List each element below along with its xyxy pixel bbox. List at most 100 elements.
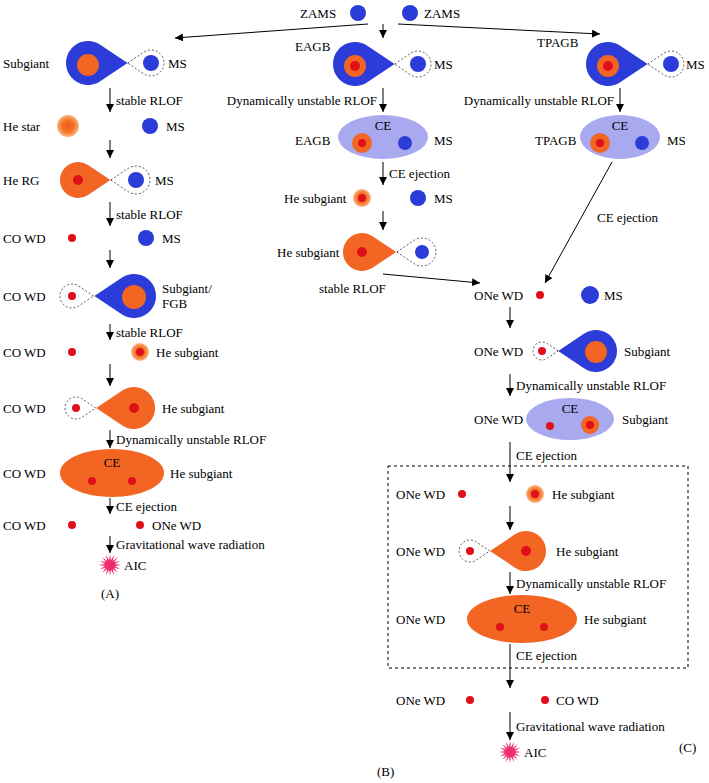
star-label: CO WD [3, 231, 46, 246]
evolution-arrow [383, 274, 480, 283]
star-label: AIC [124, 558, 146, 573]
evolution-arrow [510, 307, 511, 328]
star-body [581, 416, 599, 434]
evolution-arrow [383, 24, 384, 38]
stage-node: AIC [95, 553, 155, 577]
roche-lobe [60, 284, 94, 308]
transition-label: stable RLOF [115, 207, 184, 222]
star-label: MS [166, 119, 185, 134]
star-label: MS [434, 133, 453, 148]
star-body [596, 139, 604, 147]
star-label: CO WD [3, 289, 46, 304]
envelope-label: CE [104, 455, 121, 470]
star-body [526, 485, 544, 503]
star-label: MS [434, 191, 453, 206]
star-label: He subgiant [156, 345, 218, 360]
transition-label: Dynamically unstable RLOF [463, 93, 615, 108]
star-body [635, 136, 649, 150]
star-label: Subgiant [3, 56, 49, 71]
star-label: He subgiant [162, 401, 224, 416]
star-body [57, 115, 79, 137]
star-label: MS [162, 231, 181, 246]
evolution-arrow [620, 88, 621, 112]
transition-label: CE ejection [515, 648, 578, 663]
star-label: TPAGB [537, 35, 578, 50]
evolution-arrow [510, 644, 511, 688]
transition-label: stable RLOF [318, 281, 387, 296]
star-body [131, 343, 149, 361]
star-body [663, 56, 679, 72]
stage-node: He star MS [0, 112, 195, 140]
star-label: ONe WD [474, 344, 523, 359]
star-label: He RG [3, 173, 39, 188]
stage-node: CO WDCEHe subgiant [0, 448, 240, 498]
star-body [129, 403, 139, 413]
star-label: MS [667, 133, 686, 148]
star-body [410, 56, 426, 72]
evolution-arrow [110, 498, 111, 514]
roche-filling-star [66, 41, 128, 85]
stage-node: AIC [495, 740, 555, 764]
star-label: ONe WD [396, 544, 445, 559]
roche-lobe [128, 50, 164, 76]
star-body [540, 623, 548, 631]
roche-lobe [65, 397, 96, 419]
dashed-group-box [388, 466, 688, 668]
star-label: He star [3, 119, 40, 134]
transition-label: CE ejection [515, 448, 578, 463]
envelope-label: CE [612, 118, 629, 133]
transition-label: Dynamically unstable RLOF [515, 576, 667, 591]
stage-node: He subgiantMS [281, 185, 458, 211]
stage-node: CO WD Subgiant/ FGB [0, 268, 225, 324]
star-label: MS [686, 57, 705, 72]
star-body [357, 247, 367, 257]
star-body [138, 230, 154, 246]
evolution-arrow [510, 712, 511, 740]
transition-label: Gravitational wave radiation [115, 537, 266, 552]
star-body [358, 139, 366, 147]
star-body [353, 189, 371, 207]
roche-lobe [397, 238, 436, 266]
star-label: He subgiant [584, 612, 646, 627]
stage-node: SubgiantMS [0, 38, 195, 88]
common-envelope [526, 398, 614, 440]
evolution-arrow [110, 536, 111, 553]
star-label: EAGB [295, 39, 330, 54]
star-label: CO WD [3, 401, 46, 416]
stage-node: ONe WDMS [470, 283, 630, 307]
star-label: He subgiant [170, 466, 232, 481]
roche-filling-star [96, 387, 155, 429]
star-body [466, 696, 474, 704]
star-body [128, 477, 136, 485]
star-label: CO WD [3, 345, 46, 360]
star-body [410, 190, 426, 206]
star-label: ONe WD [474, 412, 523, 427]
roche-lobe [111, 166, 150, 194]
star-body [136, 348, 144, 356]
star-label: MS [604, 288, 623, 303]
star-body [358, 194, 366, 202]
star-body [122, 285, 146, 309]
star-body [88, 477, 96, 485]
evolution-arrow [110, 430, 111, 448]
star-label: He subgiant [277, 245, 339, 260]
star-body [415, 245, 429, 259]
roche-lobe [533, 342, 558, 360]
star-label: MS [434, 57, 453, 72]
envelope-label: CE [514, 601, 531, 616]
evolution-arrow [175, 24, 368, 38]
star-body [143, 55, 159, 71]
star-label: ONe WD [396, 612, 445, 627]
star-body [68, 292, 76, 300]
evolution-arrow [110, 202, 111, 226]
transition-label: CE ejection [115, 499, 178, 514]
star-body [466, 547, 474, 555]
transition-label: Dynamically unstable RLOF [226, 93, 378, 108]
star-body [538, 347, 546, 355]
stage-node: EAGBCEMS [290, 112, 460, 162]
stage-node: TPAGB MS [533, 34, 707, 88]
star-body [546, 422, 554, 430]
star-label: Subgiant/ FGB [162, 281, 218, 311]
star-body [458, 490, 466, 498]
star-body [521, 546, 531, 556]
